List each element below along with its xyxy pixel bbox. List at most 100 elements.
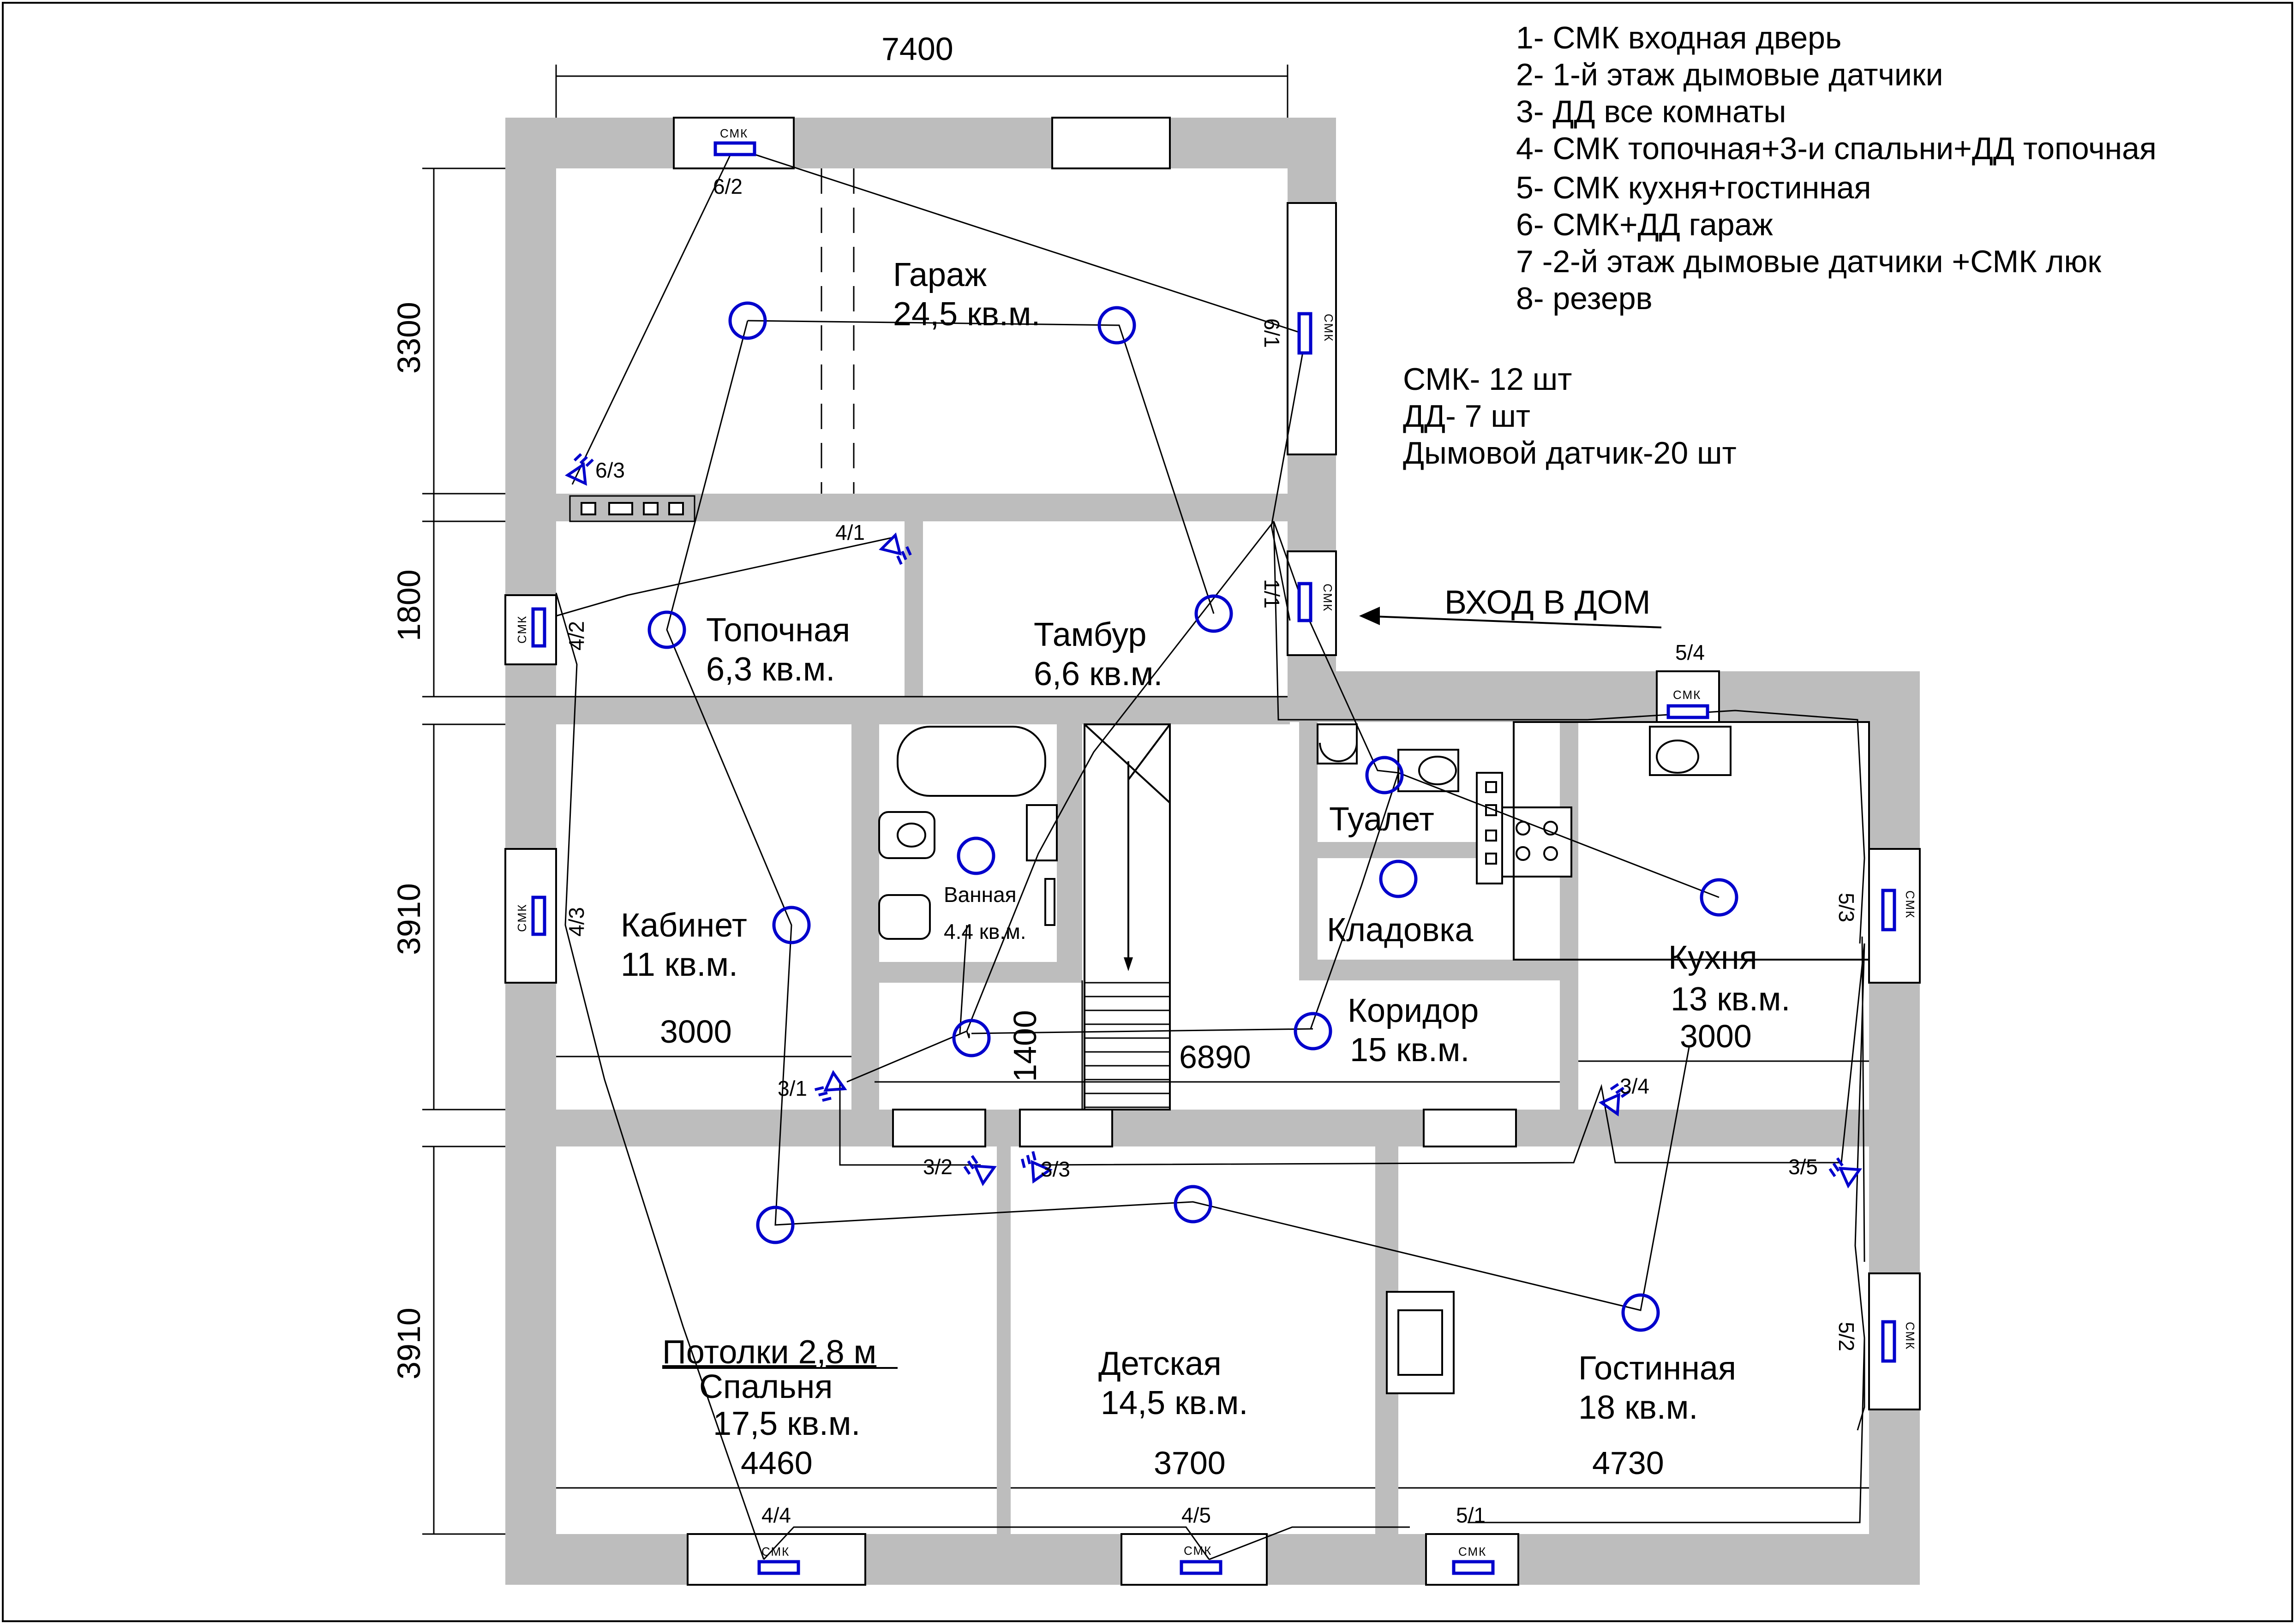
motion-sensor-garage — [564, 453, 594, 486]
detector-topochnaya — [647, 610, 686, 649]
staircase — [1084, 723, 1171, 1111]
smk-label: СМК — [1903, 1322, 1917, 1350]
legend-item-1: 1- СМК входная дверь — [1516, 20, 1841, 55]
wiring — [555, 147, 1865, 1560]
legend-item-5: 5- СМК кухня+гостинная — [1516, 170, 1871, 205]
wall-toilet-bottom — [1318, 842, 1493, 858]
bathroom-fixtures — [878, 726, 1058, 940]
tag-1-1: 1/1 — [1260, 579, 1284, 609]
door-bedroom — [892, 1109, 986, 1147]
room-name-cabinet: Кабинет — [621, 907, 747, 944]
room-name-bedroom: Спальня — [699, 1368, 833, 1405]
total-smk: СМК- 12 шт — [1403, 362, 1572, 397]
smk-label: СМК — [1903, 890, 1917, 919]
room-labels: Гараж 24,5 кв.м. Топочная 6,3 кв.м. Тамб… — [621, 257, 1790, 1442]
legend-item-8: 8- резерв — [1516, 281, 1653, 316]
tag-4-2: 4/2 — [564, 621, 588, 651]
total-smoke-detectors: Дымовой датчик-20 шт — [1403, 436, 1737, 471]
tag-4-1: 4/1 — [835, 520, 865, 544]
motion-sensor-topochnaya — [879, 532, 912, 565]
legend-item-3: 3- ДД все комнаты — [1516, 94, 1786, 129]
smk-cabinet: СМК — [515, 896, 546, 936]
smk-label: СМК — [1673, 688, 1701, 702]
ceiling-note: Потолки 2,8 м — [662, 1334, 876, 1371]
smk-label: СМК — [515, 615, 529, 644]
window-topochnaya — [504, 594, 557, 665]
smk-label: СМК — [761, 1545, 790, 1558]
wall-toilet-left — [1299, 722, 1318, 971]
motion-sensor-cabinet — [814, 1070, 847, 1102]
tag-5-1: 5/1 — [1456, 1503, 1486, 1527]
tag-4-3: 4/3 — [564, 907, 588, 937]
room-name-tambur: Тамбур — [1034, 616, 1146, 653]
detector-kitchen — [1700, 878, 1738, 917]
dim-cabinet: 3000 — [660, 1014, 732, 1050]
room-area-kids: 14,5 кв.м. — [1101, 1385, 1248, 1421]
smk-kitchen-top: СМК — [1666, 688, 1709, 719]
smk-label: СМК — [1458, 1545, 1486, 1558]
room-area-kitchen: 13 кв.м. — [1671, 981, 1790, 1018]
tag-3-3: 3/3 — [1041, 1157, 1070, 1181]
smk-living-bottom: СМК — [1452, 1545, 1495, 1575]
motion-sensor-kids — [1021, 1151, 1053, 1184]
room-area-bedroom: 17,5 кв.м. — [713, 1405, 860, 1442]
detector-garage-1 — [728, 301, 767, 340]
detector-garage-2 — [1097, 306, 1136, 345]
tag-4-5: 4/5 — [1181, 1503, 1211, 1527]
dim-kitchen: 3000 — [1680, 1018, 1752, 1054]
tag-3-1: 3/1 — [778, 1076, 807, 1100]
vent-block — [569, 495, 695, 522]
smk-living-right: СМК — [1881, 1320, 1917, 1363]
dim-left-cabinet: 3910 — [391, 883, 427, 955]
smoke-detectors — [647, 301, 1738, 1332]
detector-cabinet — [772, 906, 811, 944]
window-kids-bottom — [1121, 1533, 1268, 1586]
window-garage-top-1 — [673, 117, 795, 169]
detector-tambur — [1194, 594, 1233, 633]
tag-3-4: 3/4 — [1620, 1074, 1649, 1098]
dim-left-topochnaya: 1800 — [391, 569, 427, 641]
tag-5-4: 5/4 — [1675, 640, 1705, 664]
smk-label: СМК — [1321, 584, 1335, 612]
wall-corridor-right — [1560, 973, 1578, 1110]
wall-mid-1 — [505, 697, 1290, 724]
dim-bedroom: 4460 — [741, 1445, 813, 1481]
legend: 1- СМК входная дверь 2- 1-й этаж дымовые… — [1403, 20, 2157, 471]
smk-garage-right: СМК — [1297, 312, 1336, 355]
detector-toilet — [1365, 756, 1404, 794]
room-name-storage: Кладовка — [1327, 912, 1474, 949]
dim-left-garage: 3300 — [391, 302, 427, 374]
room-area-garage: 24,5 кв.м. — [893, 296, 1040, 333]
garage-dashed-lines — [821, 168, 855, 494]
entrance-arrow — [1359, 607, 1662, 628]
room-name-toilet: Туалет — [1329, 801, 1434, 838]
room-name-bathroom: Ванная — [944, 883, 1017, 907]
door-living — [1423, 1109, 1517, 1147]
legend-item-6: 6- СМК+ДД гараж — [1516, 207, 1773, 242]
room-area-tambur: 6,6 кв.м. — [1034, 656, 1162, 693]
room-name-kids: Детская — [1098, 1345, 1222, 1382]
room-name-kitchen: Кухня — [1668, 939, 1757, 976]
window-bedroom-bottom — [687, 1533, 866, 1586]
sensor-tags: 6/2 6/1 6/3 4/1 1/1 4/2 4/3 3/1 3/2 3/3 … — [564, 174, 1858, 1527]
total-dd: ДД- 7 шт — [1403, 399, 1530, 434]
detector-kids — [1174, 1185, 1212, 1224]
smk-label: СМК — [515, 904, 529, 932]
tag-6-1: 6/1 — [1260, 318, 1284, 348]
window-garage-top-2 — [1051, 117, 1171, 169]
smk-label: СМК — [1184, 1544, 1212, 1558]
motion-sensor-bedroom — [963, 1155, 997, 1187]
tag-5-3: 5/3 — [1834, 893, 1858, 922]
room-area-bathroom: 4.4 кв.м. — [944, 919, 1026, 943]
wall-kitchen-top — [1288, 671, 1920, 722]
dim-living: 4730 — [1592, 1445, 1664, 1481]
motion-sensors — [564, 453, 1862, 1189]
wall-mid-2 — [505, 1110, 1920, 1146]
tag-5-2: 5/2 — [1834, 1322, 1858, 1351]
wall-bedroom-right — [997, 1146, 1011, 1534]
fireplace — [1386, 1291, 1455, 1394]
wall-bath-bottom — [854, 962, 1082, 983]
window-living-bottom — [1425, 1533, 1519, 1586]
dim-corridor-width: 1400 — [1007, 1010, 1043, 1082]
